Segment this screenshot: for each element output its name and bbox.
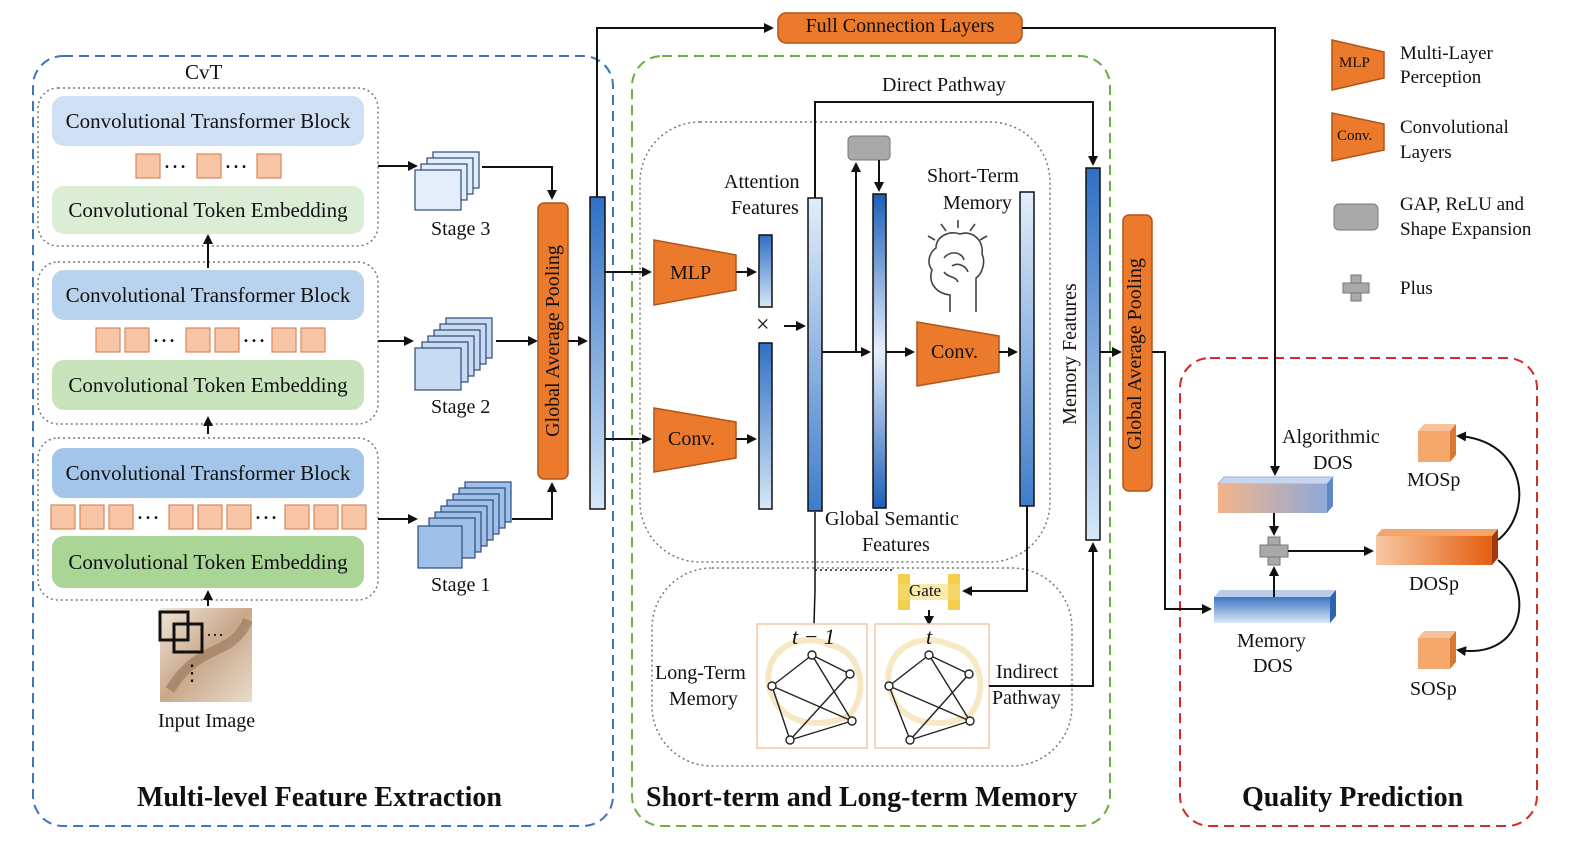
stage3-feature-stack (414, 151, 480, 211)
mosp-label: MOSp (1407, 469, 1461, 491)
algorithmic-dos-box (1218, 484, 1327, 513)
short-term-region (639, 121, 1051, 563)
conv2-label: Conv. (931, 341, 979, 363)
memory-graph-t (874, 623, 990, 749)
legend-mlp-icon-label: MLP (1339, 55, 1370, 71)
conv-output-bar (758, 342, 773, 510)
extraction-title: Multi-level Feature Extraction (137, 782, 502, 813)
graph-edges-t (888, 654, 971, 741)
mlp-block (653, 239, 737, 306)
stage3-tokens (135, 153, 282, 179)
patch-window-2 (172, 622, 204, 654)
attention-features-bar (807, 197, 823, 512)
memory-frame (631, 55, 1111, 827)
gate-label: Gate (909, 581, 942, 600)
mlp-output-bar (758, 234, 773, 308)
legend-gap-icon (1333, 203, 1379, 231)
stage1-dots-1: … (136, 499, 160, 525)
legend-gap-text-2: Shape Expansion (1400, 219, 1532, 240)
legend-mlp-icon (1331, 39, 1385, 91)
long-term-label-1: Long-Term (655, 662, 746, 684)
stage2-dots-1: … (152, 322, 176, 348)
quality-title: Quality Prediction (1242, 782, 1464, 813)
dosp-box (1376, 536, 1492, 565)
attention-label-2: Features (731, 197, 799, 219)
patch-hdots: … (206, 620, 224, 640)
legend-mlp-text-2: Perception (1400, 67, 1482, 88)
short-term-label-2: Memory (943, 192, 1012, 214)
stage2-token-embedding: Convolutional Token Embedding (52, 360, 364, 410)
memory-dos-label-2: DOS (1253, 655, 1294, 677)
long-term-label-2: Memory (669, 688, 738, 710)
stage1-frame (37, 437, 379, 601)
legend-conv-icon-label: Conv. (1337, 128, 1373, 144)
global-semantic-bar (872, 193, 887, 509)
graph-edges-t-1 (771, 654, 853, 741)
brain-head-icon (927, 220, 988, 312)
stage1-token-embedding: Convolutional Token Embedding (52, 536, 364, 588)
memory-features-label: Memory Features (1059, 283, 1081, 425)
global-semantic-label-2: Features (862, 534, 930, 556)
indirect-label-2: Pathway (992, 687, 1061, 709)
legend-plus-icon (1342, 274, 1370, 302)
t-prev-label: t − 1 (792, 624, 835, 649)
stage2-transformer-block: Convolutional Transformer Block (52, 270, 364, 320)
mlp-label: MLP (670, 262, 712, 284)
legend-plus-text: Plus (1400, 278, 1433, 299)
extraction-frame (32, 55, 614, 827)
gap-label-1: Global Average Pooling (542, 245, 564, 437)
stage2-tokens (95, 327, 326, 353)
t-cur-label: t (926, 624, 933, 649)
stage3-transformer-block: Convolutional Transformer Block (52, 96, 364, 146)
mosp-cube (1418, 431, 1450, 462)
legend-mlp-text-1: Multi-Layer (1400, 43, 1493, 64)
algorithmic-label-1: Algorithmic (1282, 426, 1380, 448)
global-semantic-label-1: Global Semantic (825, 508, 959, 530)
memory-title: Short-term and Long-term Memory (646, 782, 1078, 813)
gap-relu-expansion-box (847, 135, 891, 161)
stage2-dots-2: … (242, 322, 266, 348)
dosp-label: DOSp (1409, 573, 1460, 595)
quality-frame (1179, 357, 1538, 827)
long-term-region (651, 567, 1073, 767)
plus-icon (1259, 536, 1289, 566)
memory-features-bar (1085, 167, 1101, 541)
conv-block (653, 407, 737, 473)
attention-label-1: Attention (724, 171, 800, 193)
indirect-label-1: Indirect (996, 661, 1059, 683)
memory-dos-label-1: Memory (1237, 630, 1306, 652)
patch-vdots: ⋮ (181, 660, 203, 685)
stage2-label: Stage 2 (431, 396, 491, 418)
gap-label-2: Global Average Pooling (1124, 258, 1146, 450)
algorithmic-label-2: DOS (1313, 452, 1354, 474)
stage1-label: Stage 1 (431, 574, 491, 596)
cvt-label: CvT (185, 60, 223, 84)
stage3-dots-2: … (224, 148, 248, 174)
stage3-label: Stage 3 (431, 218, 491, 240)
short-term-label-1: Short-Term (927, 165, 1019, 187)
fc-layers-label: Full Connection Layers (805, 15, 995, 37)
legend-conv-text-2: Layers (1400, 142, 1452, 163)
conv-block-2 (916, 321, 1000, 387)
direct-pathway-label: Direct Pathway (882, 74, 1006, 96)
input-image-label: Input Image (158, 710, 256, 732)
multiply-sign: × (756, 312, 770, 338)
legend-conv-text-1: Convolutional (1400, 117, 1509, 138)
legend-gap-text-1: GAP, ReLU and (1400, 194, 1525, 215)
sosp-cube (1418, 638, 1450, 669)
short-term-memory-bar (1019, 191, 1035, 507)
stage1-dots-2: … (254, 499, 278, 525)
stage1-tokens (50, 504, 367, 530)
stage3-token-embedding: Convolutional Token Embedding (52, 186, 364, 234)
conv-label: Conv. (668, 428, 716, 450)
sosp-label: SOSp (1410, 678, 1457, 700)
stage2-feature-stack (414, 317, 493, 391)
memory-dos-box (1214, 597, 1330, 623)
stage1-feature-stack (417, 481, 512, 569)
stage1-transformer-block: Convolutional Transformer Block (52, 448, 364, 498)
concat-feature-bar (589, 196, 606, 510)
legend-conv-icon (1331, 112, 1385, 162)
stage3-dots-1: … (163, 148, 187, 174)
